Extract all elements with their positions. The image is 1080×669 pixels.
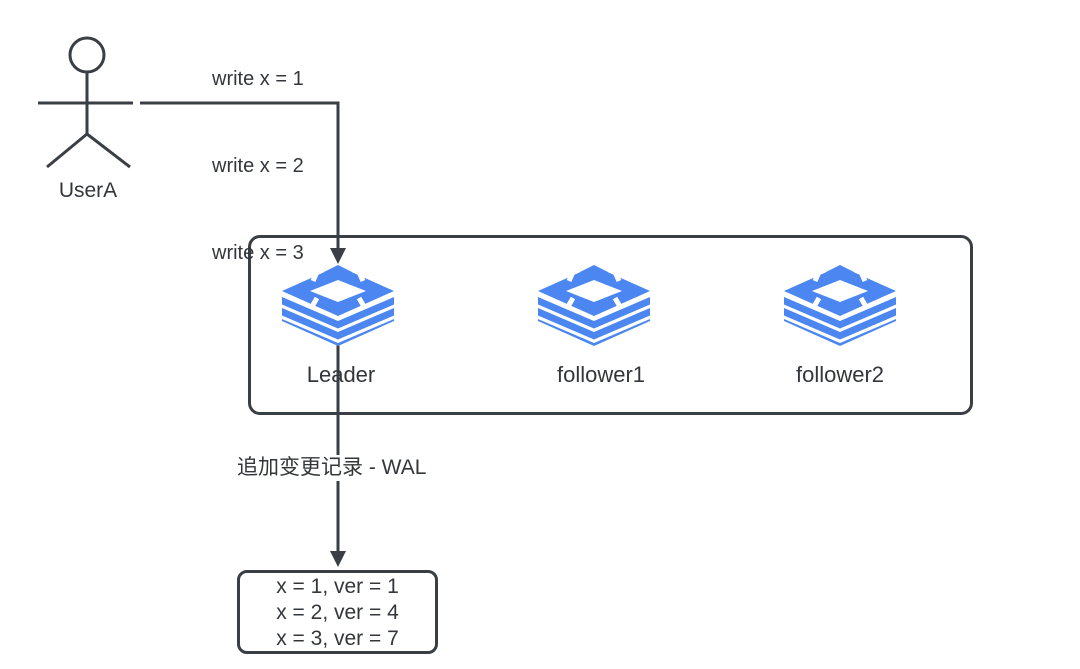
- connector-user-to-leader: [140, 101, 340, 250]
- follower2-node-icon: [784, 263, 896, 351]
- actor-figure: [38, 36, 133, 169]
- actor-label: UserA: [58, 179, 118, 202]
- follower1-node-icon: [538, 263, 650, 351]
- write-request-line: write x = 1: [212, 68, 304, 90]
- arrowheads: [330, 248, 346, 567]
- wal-log-entry: x = 2, ver = 4: [276, 601, 399, 624]
- leader-node-label: Leader: [306, 362, 376, 387]
- actor-head: [68, 36, 106, 74]
- wal-arrow-label: 追加变更记录 - WAL: [237, 455, 430, 481]
- write-request-line: write x = 3: [212, 242, 304, 264]
- wal-log-entry: x = 3, ver = 7: [276, 627, 399, 650]
- actor-leg-right: [86, 132, 131, 169]
- arrowhead-into-leader: [330, 248, 346, 264]
- follower2-node-label: follower2: [795, 362, 885, 387]
- follower1-node-label: follower1: [556, 362, 646, 387]
- actor-leg-left: [46, 132, 88, 169]
- write-requests-label: write x = 1 write x = 2 write x = 3: [212, 7, 304, 326]
- wal-log-entry: x = 1, ver = 1: [276, 575, 399, 598]
- wal-log-box: x = 1, ver = 1 x = 2, ver = 4 x = 3, ver…: [237, 570, 438, 654]
- arrowhead-into-wal: [330, 551, 346, 567]
- write-request-line: write x = 2: [212, 155, 304, 177]
